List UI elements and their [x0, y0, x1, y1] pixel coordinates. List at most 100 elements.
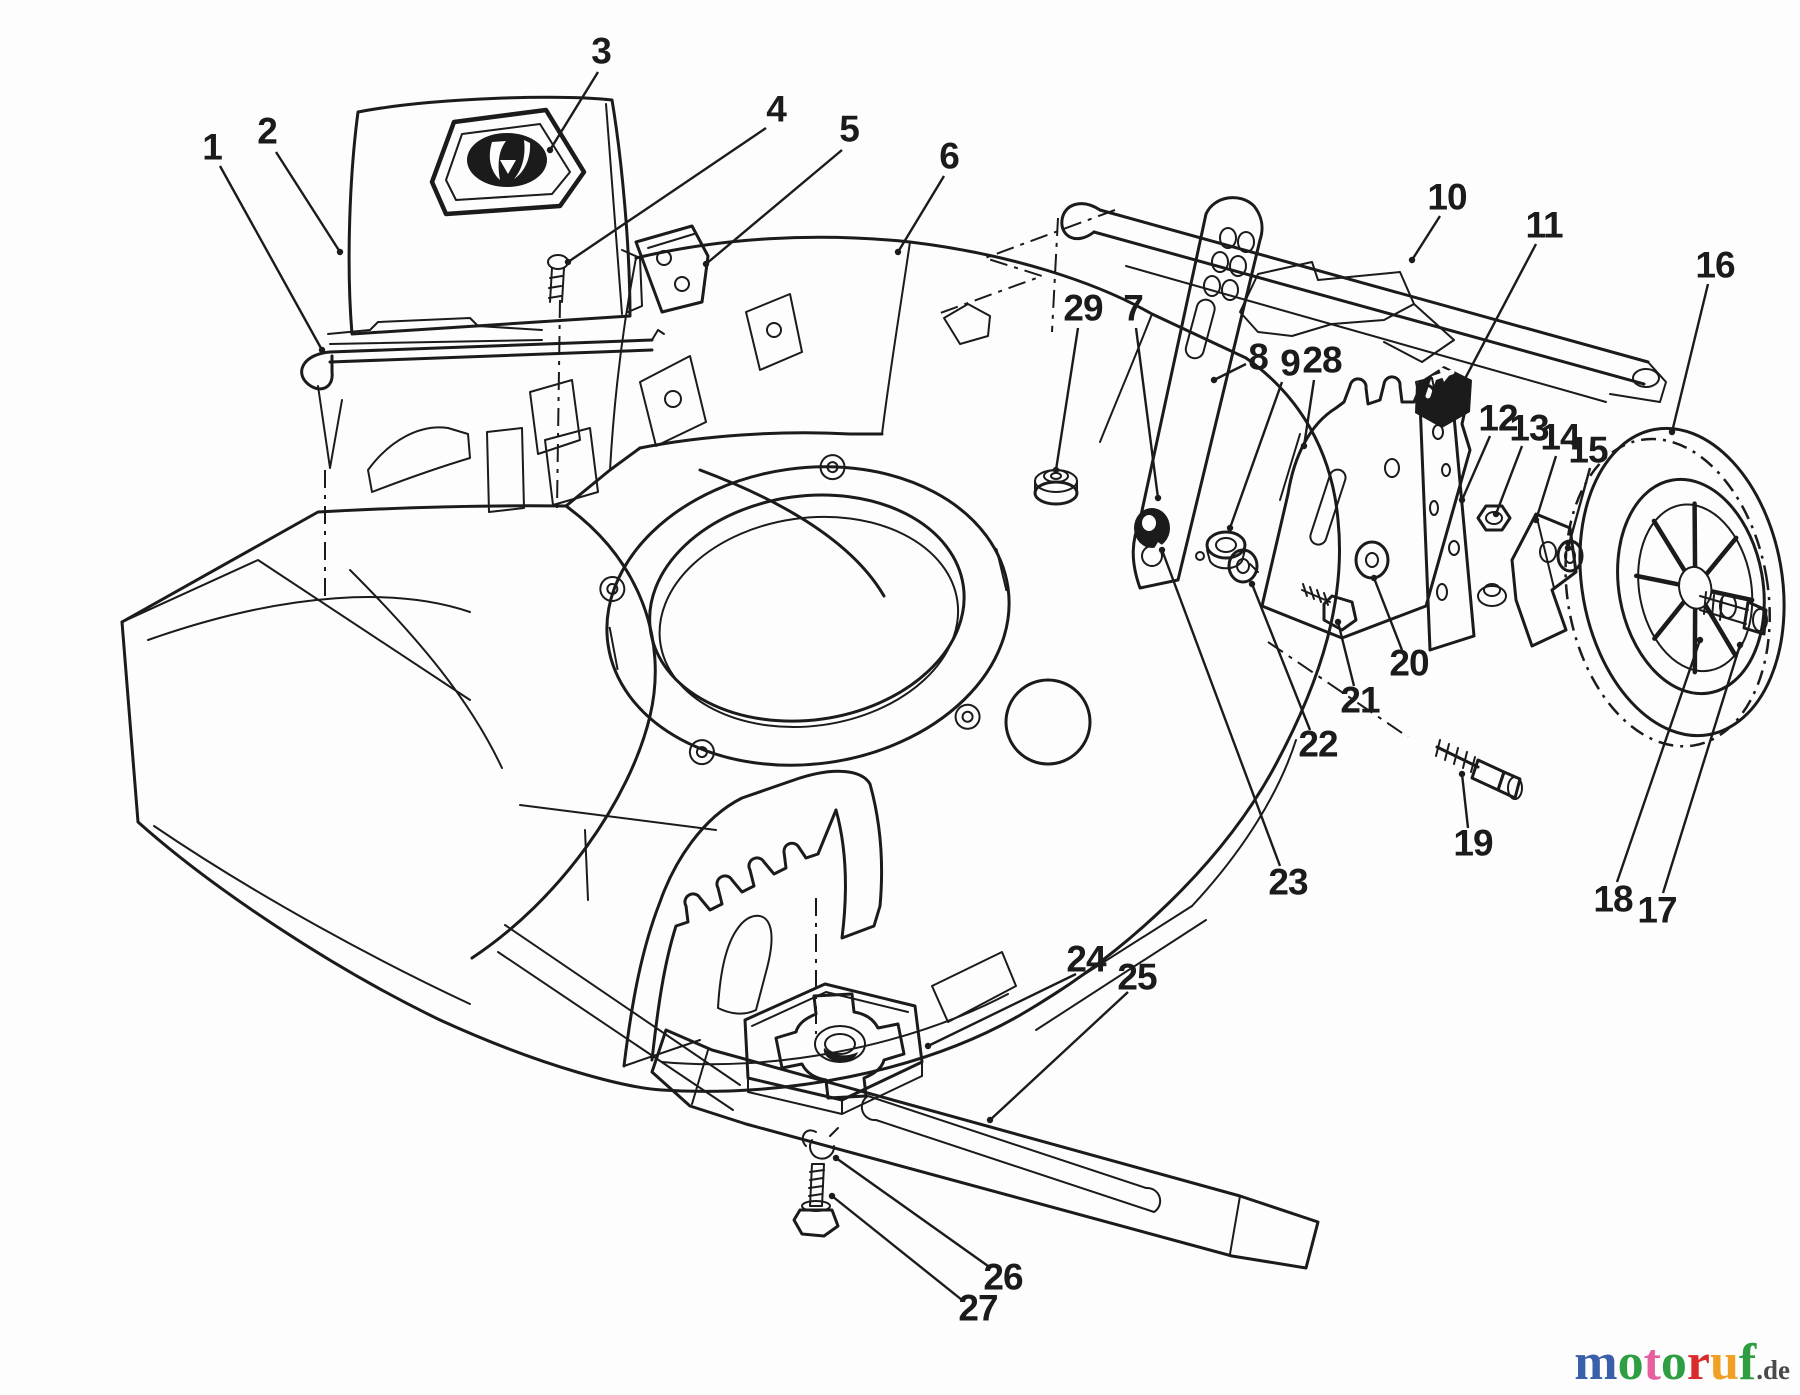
flat-washer-20 [1354, 540, 1390, 580]
callout-label-20: 20 [1389, 643, 1429, 684]
callout-leader-19 [1460, 773, 1470, 829]
callout-leader-5 [705, 149, 843, 265]
callout-tip-9 [1226, 524, 1234, 532]
callout-label-7: 7 [1123, 288, 1143, 329]
cover-bracket [634, 224, 710, 314]
watermark-letter: m [1574, 1334, 1618, 1391]
callout-tip-27 [828, 1192, 836, 1200]
callout-tip-28 [1300, 442, 1308, 450]
callout-label-11: 11 [1525, 205, 1563, 246]
callout-label-15: 15 [1568, 430, 1608, 471]
blade-bolt [792, 1163, 840, 1238]
callout-tip-7 [1154, 494, 1162, 502]
callout-label-13: 13 [1509, 408, 1549, 449]
rear-wheel [1564, 426, 1786, 748]
blade-adapter [743, 982, 924, 1115]
callout-label-24: 24 [1066, 939, 1107, 980]
watermark-letter: u [1710, 1334, 1739, 1391]
callout-leader-21 [1336, 621, 1356, 687]
callout-label-8: 8 [1248, 337, 1268, 378]
callout-label-17: 17 [1637, 890, 1676, 931]
watermark-suffix: .de [1756, 1355, 1790, 1385]
alignment-lines [324, 209, 1409, 1034]
callout-leader-17 [1661, 644, 1742, 894]
callout-leader-18 [1615, 639, 1702, 883]
callout-tip-8 [1210, 376, 1218, 384]
callout-leader-10 [1410, 215, 1442, 261]
callout-label-14: 14 [1540, 417, 1581, 458]
hinge-rod [300, 317, 665, 469]
callout-tip-26 [832, 1154, 840, 1162]
callout-tip-18 [1696, 636, 1704, 644]
callout-label-29: 29 [1063, 288, 1103, 329]
callout-label-22: 22 [1298, 724, 1338, 765]
callout-tip-23 [1158, 546, 1166, 554]
callout-label-6: 6 [939, 136, 959, 177]
callout-tip-29 [1052, 466, 1060, 474]
callout-label-16: 16 [1695, 245, 1735, 286]
support-arm [1131, 196, 1264, 590]
callout-leader-7 [1134, 327, 1160, 499]
callout-tip-6 [894, 248, 902, 256]
callout-leader-14 [1534, 455, 1558, 521]
callout-tip-2 [336, 248, 344, 256]
watermark-letter: r [1686, 1334, 1710, 1391]
callout-leader-26 [835, 1157, 989, 1267]
flange-nut-29 [1033, 469, 1079, 506]
callout-label-12: 12 [1478, 398, 1518, 439]
callout-label-2: 2 [257, 111, 277, 152]
callout-label-27: 27 [958, 1288, 997, 1329]
callout-leader-3 [548, 71, 600, 151]
callout-leader-12 [1460, 435, 1492, 501]
callout-label-10: 10 [1427, 177, 1467, 218]
side-plate [1415, 377, 1476, 652]
callout-leader-20 [1372, 577, 1404, 651]
callout-tip-1 [318, 346, 326, 354]
callout-leader-24 [927, 972, 1077, 1048]
callout-leader-23 [1160, 549, 1282, 867]
callout-label-1: 1 [202, 127, 222, 168]
callout-tip-14 [1532, 516, 1540, 524]
callout-tip-11 [1454, 388, 1462, 396]
callout-label-28: 28 [1302, 340, 1342, 381]
callout-tip-25 [986, 1116, 994, 1124]
callout-leader-11 [1456, 243, 1538, 393]
callout-label-4: 4 [766, 89, 787, 130]
callout-tip-20 [1370, 574, 1378, 582]
callout-tip-16 [1668, 428, 1676, 436]
callout-leader-29 [1054, 327, 1080, 471]
deck-round-opening [1004, 678, 1092, 766]
handle-mount-bar [1060, 202, 1667, 403]
callout-tip-17 [1736, 641, 1744, 649]
flat-washer-15 [1556, 539, 1584, 573]
callout-leader-2 [274, 151, 342, 253]
watermark-letter: o [1660, 1334, 1687, 1391]
callout-tip-4 [564, 258, 572, 266]
shoulder-bolt [1435, 739, 1523, 800]
callout-tip-24 [924, 1042, 932, 1050]
callout-leader-25 [989, 991, 1129, 1121]
hex-nut [1476, 504, 1512, 532]
callout-label-26: 26 [983, 1257, 1023, 1298]
callout-leader-22 [1250, 583, 1312, 731]
callout-tip-21 [1334, 618, 1342, 626]
bolt-21 [1301, 583, 1358, 632]
callout-tip-19 [1458, 770, 1466, 778]
watermark-letter: o [1617, 1334, 1644, 1391]
callout-tip-12 [1458, 496, 1466, 504]
serrated-bracket-right [1260, 375, 1472, 640]
flange-bolt-9 [1205, 530, 1259, 573]
watermark-letter: f [1738, 1334, 1757, 1391]
callout-label-23: 23 [1268, 862, 1308, 903]
callout-tip-5 [702, 260, 710, 268]
toro-emblem [429, 107, 587, 217]
callout-leader-28 [1302, 379, 1316, 447]
adjuster-bracket [1477, 512, 1578, 648]
mulch-cover [347, 95, 643, 336]
callout-label-21: 21 [1340, 680, 1380, 721]
deck-housing [120, 235, 1455, 1111]
